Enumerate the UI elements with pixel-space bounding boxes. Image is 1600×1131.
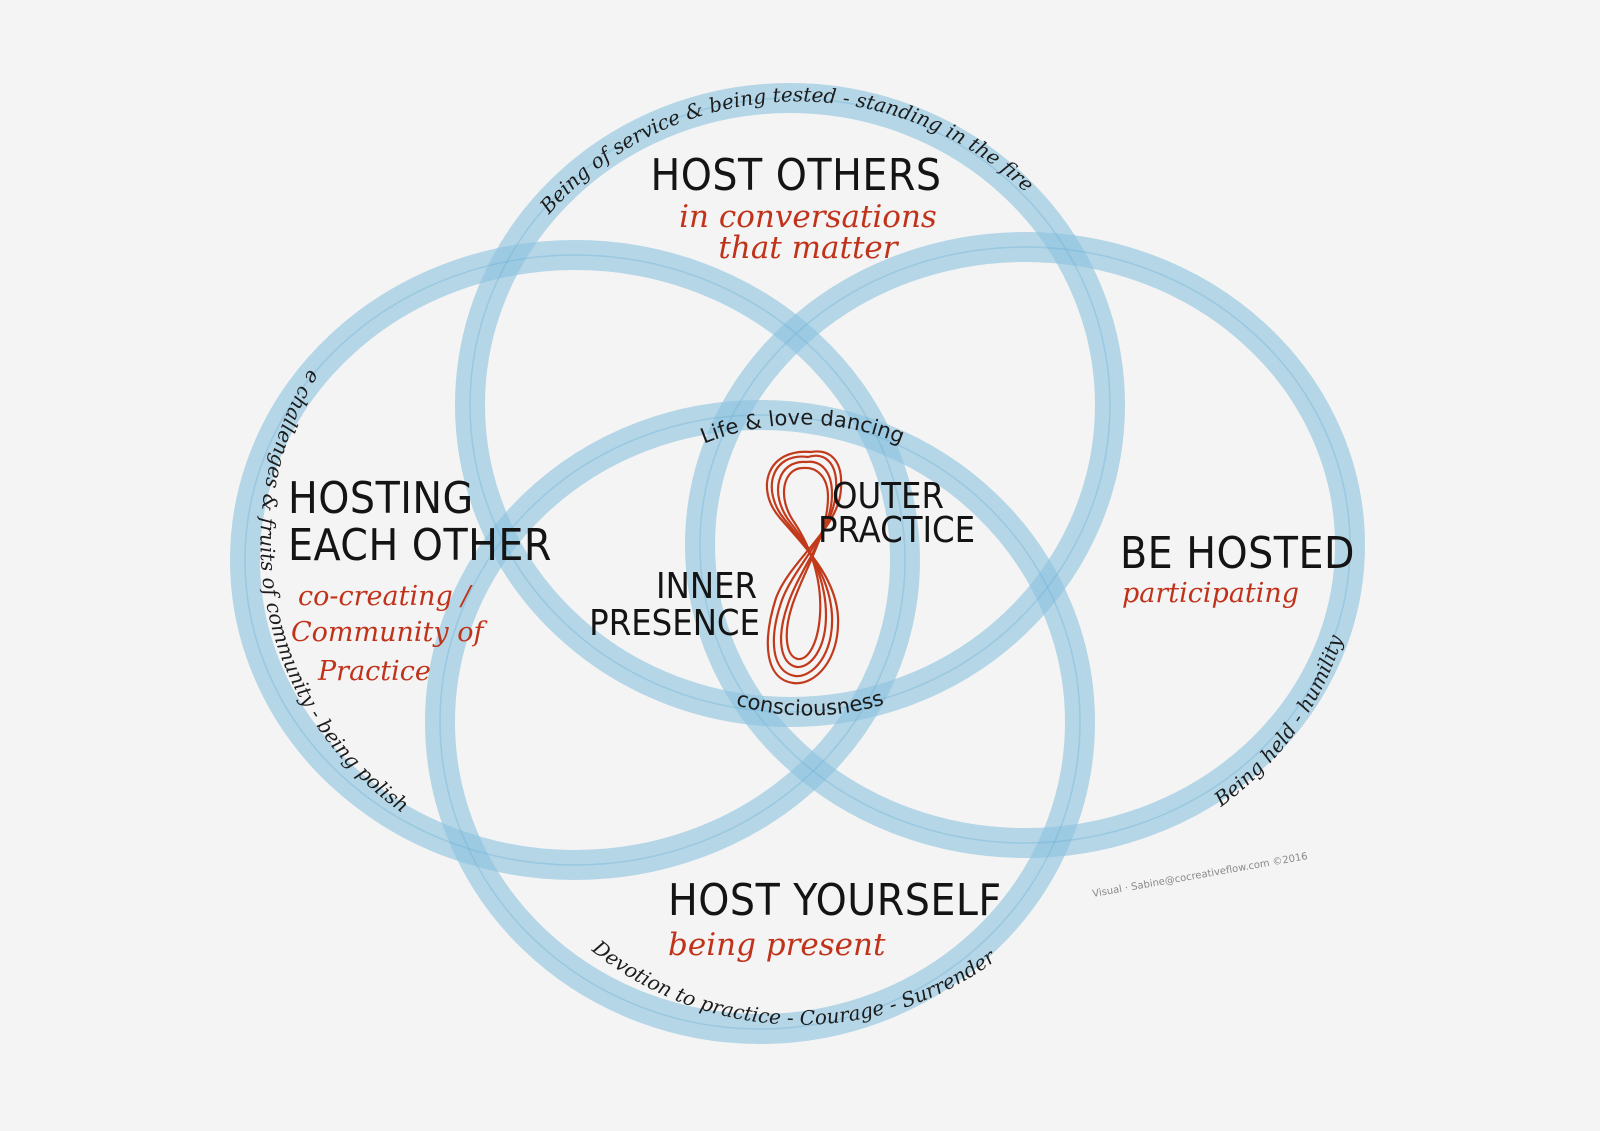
be-hosted-sub: participating: [1122, 578, 1299, 609]
outer-practice-line1: OUTER: [832, 476, 944, 517]
ring-hosting-each-other: [230, 240, 920, 880]
host-others-sub-line1: in conversations: [679, 199, 937, 235]
host-others-sub-line2: that matter: [718, 230, 899, 266]
host-yourself-sub: being present: [668, 927, 886, 963]
credit-text: Visual · Sabine@cocreativeflow.com ©2016: [1092, 851, 1309, 900]
ring-host-others: [455, 83, 1125, 727]
hosting-each-other-sub-line3: Practice: [317, 656, 431, 687]
hosting-each-other-title-line2: EACH OTHER: [288, 520, 552, 571]
host-others-title: HOST OTHERS: [650, 150, 941, 201]
be-hosted-title: BE HOSTED: [1120, 528, 1355, 579]
ring-be-hosted: [685, 232, 1365, 858]
inner-presence-line2: PRESENCE: [589, 603, 760, 644]
outer-practice-line2: PRACTICE: [818, 510, 975, 551]
hosting-each-other-title-line1: HOSTING: [288, 473, 474, 524]
inner-presence-line1: INNER: [656, 566, 757, 607]
arc-text-hosting-each-other: The challenges & fruits of community - b…: [0, 0, 414, 817]
figure-eight-knot-icon: [765, 450, 843, 685]
rings: [230, 83, 1365, 1044]
host-yourself-title: HOST YOURSELF: [668, 875, 1002, 926]
ring-host-yourself: [425, 400, 1095, 1044]
hosting-each-other-sub-line1: co-creating /: [298, 581, 473, 612]
hosting-each-other-sub-line2: Community of: [291, 617, 487, 648]
